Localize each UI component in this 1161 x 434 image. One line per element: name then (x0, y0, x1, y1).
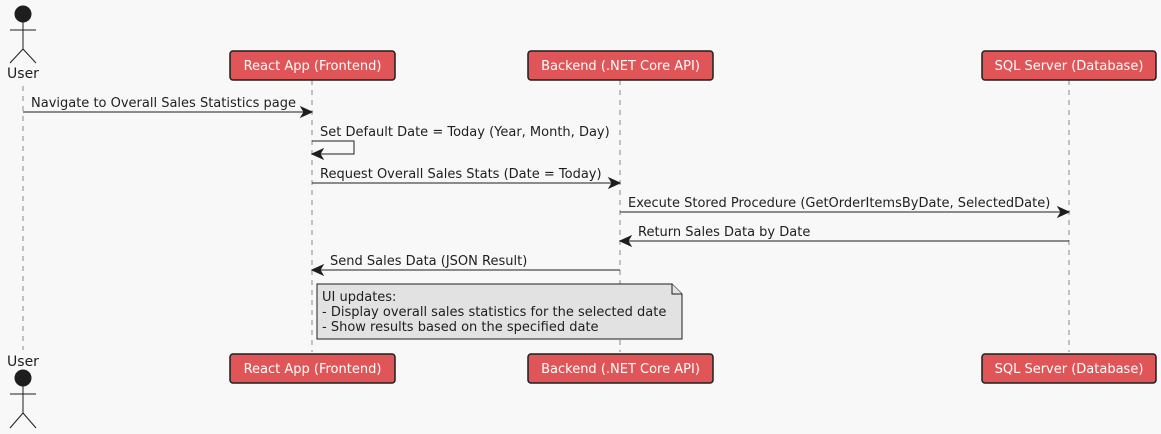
actor-icon (9, 5, 37, 64)
message-label: Return Sales Data by Date (638, 225, 810, 240)
arrow-right-icon (607, 176, 622, 190)
participant-backend-bottom: Backend (.NET Core API) (527, 353, 714, 384)
message-request-stats: Request Overall Sales Stats (Date = Toda… (312, 167, 622, 190)
note-line: - Display overall sales statistics for t… (322, 305, 666, 320)
message-label: Request Overall Sales Stats (Date = Toda… (320, 167, 602, 182)
participant-backend-top: Backend (.NET Core API) (527, 50, 714, 81)
message-label: Send Sales Data (JSON Result) (330, 254, 527, 269)
arrow-left-icon (310, 147, 325, 161)
note-line: UI updates: (322, 290, 396, 305)
actor-label: User (7, 66, 39, 82)
message-return-sales-data: Return Sales Data by Date (618, 225, 1069, 248)
participant-react-bottom: React App (Frontend) (229, 353, 396, 384)
participant-label: React App (Frontend) (244, 362, 382, 377)
arrow-left-icon (310, 263, 325, 277)
participant-label: React App (Frontend) (244, 59, 382, 74)
message-label: Navigate to Overall Sales Statistics pag… (31, 96, 296, 111)
message-set-default-date: Set Default Date = Today (Year, Month, D… (310, 125, 610, 161)
arrow-right-icon (299, 105, 314, 119)
message-label: Execute Stored Procedure (GetOrderItemsB… (628, 196, 1050, 211)
participant-label: SQL Server (Database) (995, 59, 1144, 74)
actor-label: User (7, 354, 39, 370)
participant-label: Backend (.NET Core API) (541, 362, 700, 377)
participant-sql-bottom: SQL Server (Database) (981, 353, 1157, 384)
participant-react-top: React App (Frontend) (229, 50, 396, 81)
participant-sql-top: SQL Server (Database) (981, 50, 1157, 81)
arrow-left-icon (618, 234, 633, 248)
arrow-right-icon (1056, 205, 1071, 219)
actor-icon (9, 369, 37, 429)
message-send-sales-data: Send Sales Data (JSON Result) (310, 254, 620, 277)
message-label: Set Default Date = Today (Year, Month, D… (320, 125, 610, 140)
message-navigate: Navigate to Overall Sales Statistics pag… (23, 96, 314, 119)
message-execute-procedure: Execute Stored Procedure (GetOrderItemsB… (620, 196, 1071, 219)
note-line: - Show results based on the specified da… (322, 320, 599, 335)
participant-label: Backend (.NET Core API) (541, 59, 700, 74)
note-ui-updates: UI updates: - Display overall sales stat… (316, 283, 683, 340)
participant-label: SQL Server (Database) (995, 362, 1144, 377)
actor-user-bottom: User (7, 354, 39, 429)
actor-user-top: User (7, 5, 39, 82)
